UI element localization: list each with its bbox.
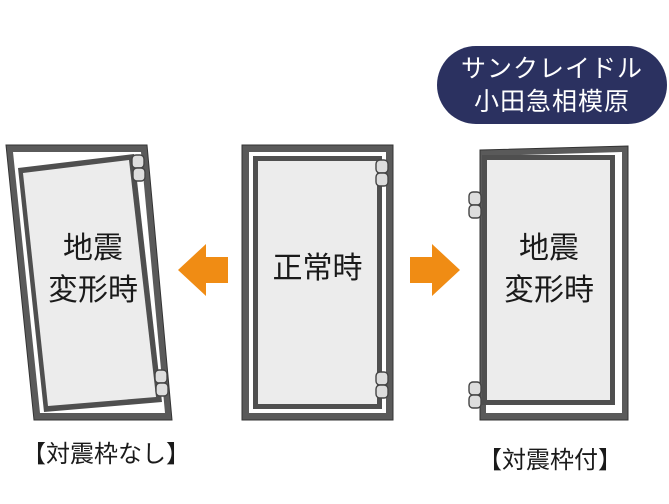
hinge-icon [155, 382, 169, 397]
hinge-icon [375, 172, 389, 187]
hinge-icon [131, 154, 145, 169]
right-door-inner [487, 160, 610, 400]
left-door-label: 地震 変形時 [48, 231, 138, 308]
hinge-icon [468, 191, 482, 206]
arrow-left-icon [178, 244, 228, 296]
hinge-icon [132, 167, 146, 182]
hinge-icon [468, 204, 482, 219]
badge-line-2: 小田急相模原 [473, 87, 630, 116]
property-name-badge: サンクレイドル 小田急相模原 [437, 46, 667, 124]
door-without-seismic-frame [5, 144, 173, 421]
center-door-label: 正常時 [272, 251, 363, 286]
door-normal [241, 144, 394, 421]
left-door-inner [23, 160, 156, 406]
hinge-icon [375, 159, 389, 174]
center-door-inner [258, 161, 377, 404]
caption-without-seismic-frame: 【対震枠なし】 [22, 440, 190, 468]
caption-with-seismic-frame: 【対震枠付】 [478, 446, 622, 474]
door-with-seismic-frame [468, 145, 629, 421]
hinge-icon [154, 369, 168, 384]
hinge-icon [375, 384, 389, 399]
right-door-label: 地震 変形時 [504, 231, 594, 308]
arrow-right-icon [410, 244, 460, 296]
hinge-icon [375, 371, 389, 386]
hinge-icon [468, 394, 482, 409]
hinge-icon [468, 381, 482, 396]
badge-line-1: サンクレイドル [460, 54, 643, 83]
